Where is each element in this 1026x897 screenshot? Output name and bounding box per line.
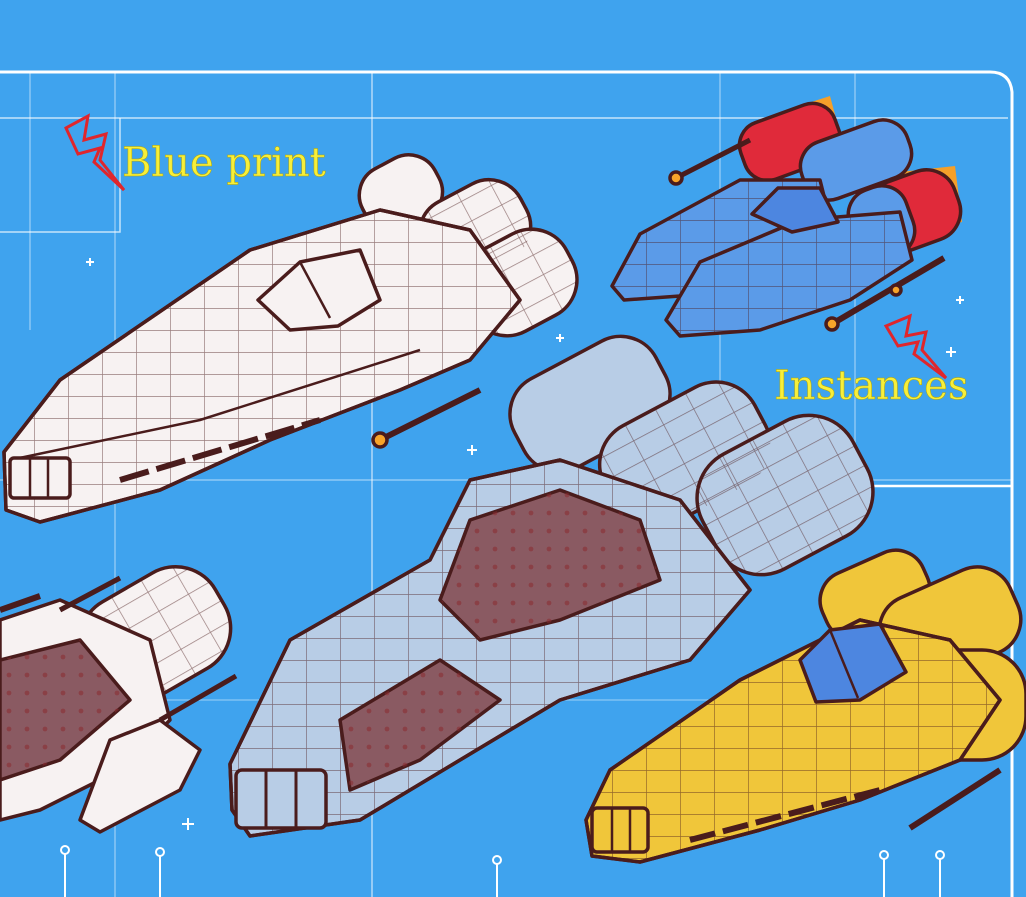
sparkles [86, 258, 964, 830]
instance-spaceship-yellow [584, 548, 1026, 864]
instance-spaceship-partial-left [0, 564, 238, 834]
instance-spaceship-grey [228, 334, 875, 838]
grid-tick-marks [60, 845, 945, 897]
lightning-bolt-icon [883, 313, 948, 380]
lightning-bolt-icon [64, 113, 126, 192]
blueprint-label: Blue print [122, 140, 326, 187]
instance-spaceship-blue [610, 96, 963, 338]
blueprint-spaceship [2, 153, 579, 524]
instances-label: Instances [774, 363, 969, 410]
